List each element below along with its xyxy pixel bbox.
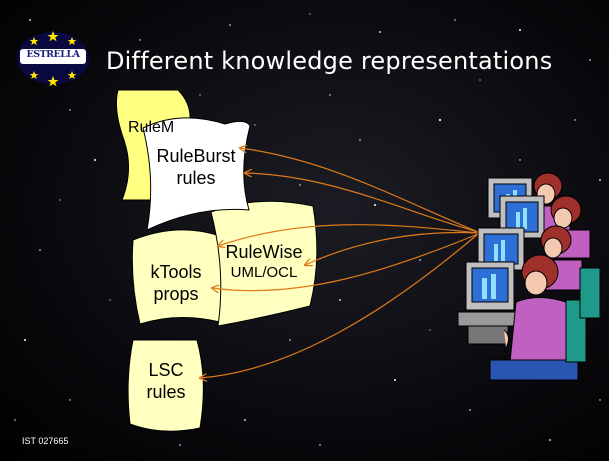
arrow-to-ruleburst [245,173,479,233]
lsc-document [127,339,204,432]
slide-title: Different knowledge representations [106,47,553,75]
lsc-label: LSC rules [130,360,202,403]
rulewise-label-line2: UML/OCL [230,263,298,281]
arrow-to-lsc [200,233,479,378]
ruleburst-document [142,117,251,231]
rulemap-label: RuleM [128,118,174,137]
group-of-computer-users-icon [457,172,601,381]
logo-text: ESTRELLA [26,49,80,60]
ktools-label-line2: props [153,283,199,304]
rulewise-document [210,200,318,327]
arrow-to-ktools [218,224,479,246]
arrow-to-ktools-lower [212,233,479,291]
lsc-label-line2: rules [146,381,186,402]
ktools-label-line1: kTools [150,262,202,282]
ruleburst-label: RuleBurst rules [140,146,252,189]
ruleburst-label-line1: RuleBurst [156,146,236,166]
rulewise-label: RuleWise UML/OCL [212,242,316,282]
arrow-to-rulewise [305,231,479,265]
arrow-to-rulemap [240,148,479,233]
rulemap-label-text: RuleM [128,119,175,136]
ktools-label: kTools props [128,262,224,305]
lsc-label-line1: LSC [148,360,184,380]
footer-project-id: IST 027665 [22,436,69,446]
rulewise-label-line1: RuleWise [225,242,303,262]
estrella-logo: ESTRELLA [14,28,92,88]
ruleburst-label-line2: rules [176,167,216,188]
